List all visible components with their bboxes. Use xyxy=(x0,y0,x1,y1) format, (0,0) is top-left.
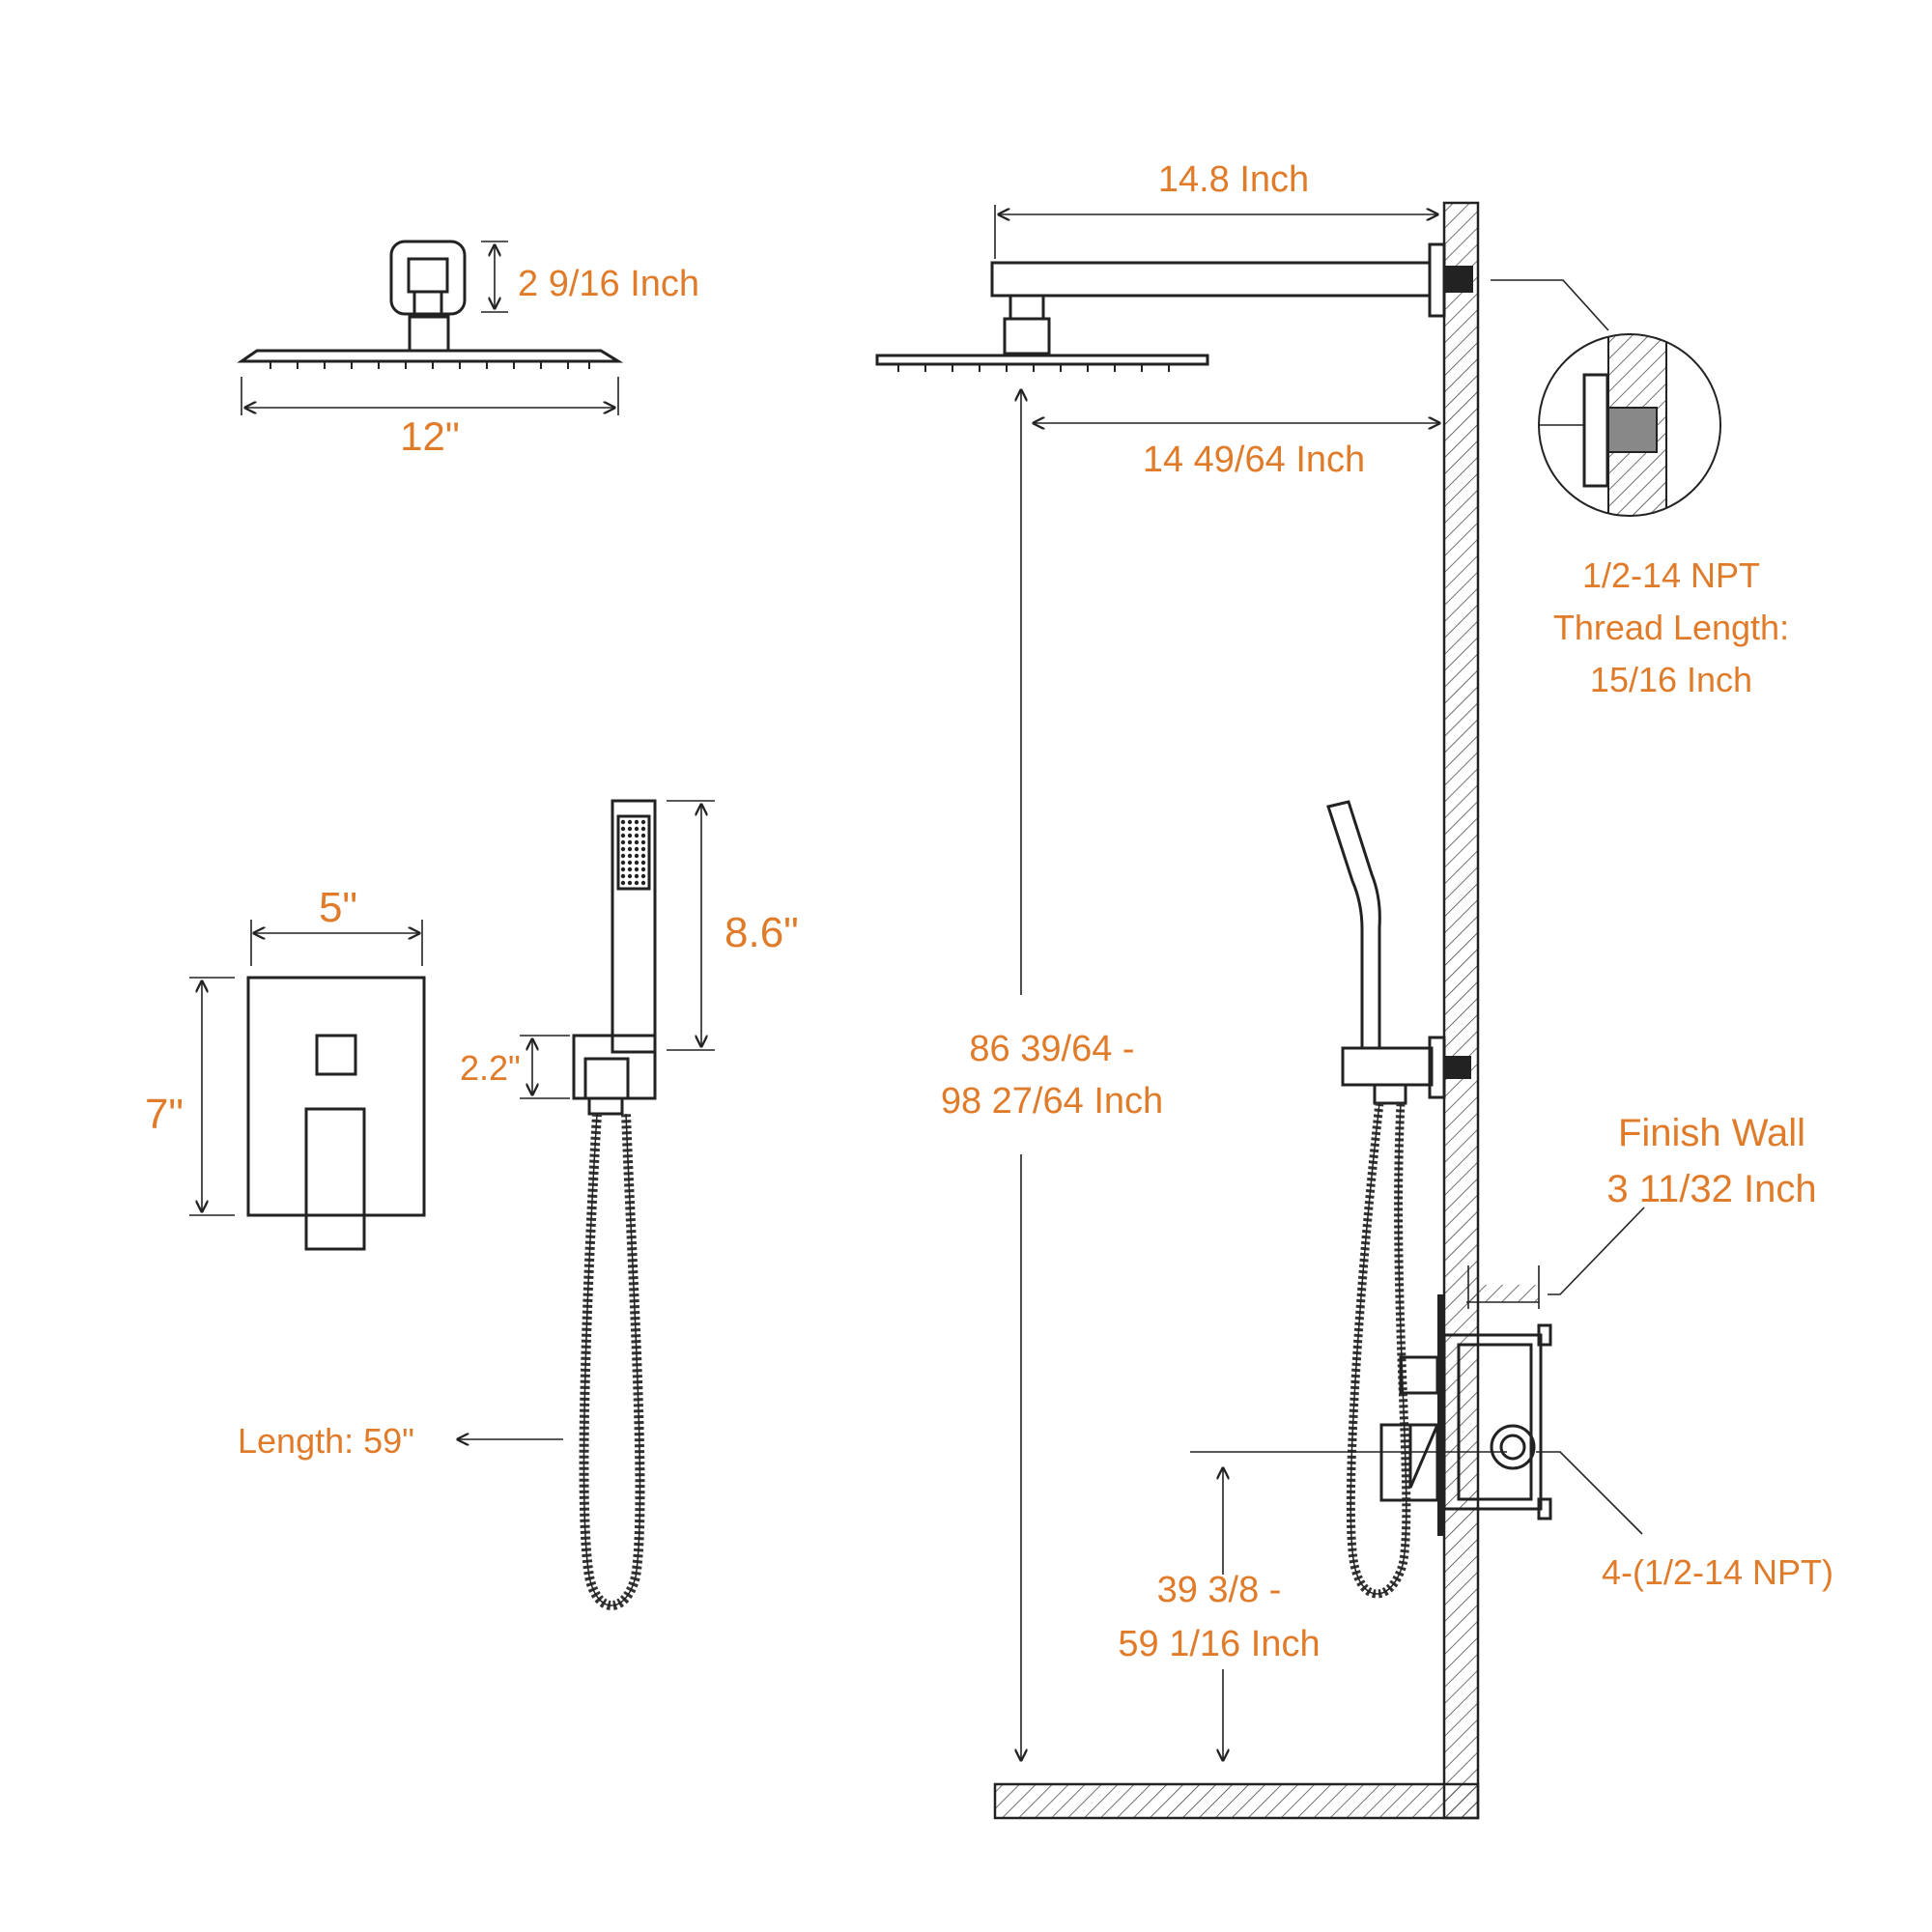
npt-thread-line-3: 15/16 Inch xyxy=(1590,660,1752,699)
finish-wall-callout xyxy=(1466,1207,1645,1309)
hose-length-label: Length: 59" xyxy=(238,1421,414,1461)
holder-height-label: 2.2" xyxy=(460,1048,521,1088)
valve-height-dimension xyxy=(1190,1451,1507,1760)
arm-length-label: 14.8 Inch xyxy=(1158,159,1309,200)
finish-wall-line-1: Finish Wall xyxy=(1618,1112,1805,1154)
plate-height-label: 7" xyxy=(145,1091,184,1138)
npt-thread-line-1: 1/2-14 NPT xyxy=(1582,555,1760,595)
plate-width-label: 5" xyxy=(319,884,357,931)
valve-height-line-2: 59 1/16 Inch xyxy=(1118,1624,1320,1664)
finish-wall-line-2: 3 11/32 Inch xyxy=(1606,1168,1816,1210)
handheld-length-label: 8.6" xyxy=(724,909,799,956)
thread-detail-callout xyxy=(1491,279,1721,517)
total-height-line-1: 86 39/64 - xyxy=(969,1029,1134,1069)
rain-shower-head-side-view xyxy=(875,294,1209,372)
shower-arm xyxy=(990,242,1473,318)
valve-ports-leader xyxy=(1536,1451,1643,1535)
head-nozzles xyxy=(270,361,590,369)
total-height-line-2: 98 27/64 Inch xyxy=(941,1081,1163,1122)
valve-height-line-1: 39 3/8 - xyxy=(1157,1570,1282,1610)
handheld-shower-front-view xyxy=(458,799,715,1610)
npt-thread-line-2: Thread Length: xyxy=(1553,608,1789,647)
handheld-side-view xyxy=(1326,800,1471,1599)
rain-shower-head-top-view xyxy=(237,240,624,415)
head-arm-height-label: 2 9/16 Inch xyxy=(518,264,699,304)
head-width-label: 12" xyxy=(400,413,460,459)
wall-section xyxy=(993,201,1480,1820)
valve-side-view xyxy=(1379,1294,1552,1536)
valve-trim-plate xyxy=(189,920,426,1251)
valve-ports-label: 4-(1/2-14 NPT) xyxy=(1602,1552,1833,1592)
handheld-nozzle-grid xyxy=(620,819,646,886)
arm-reach-label: 14 49/64 Inch xyxy=(1143,440,1365,480)
